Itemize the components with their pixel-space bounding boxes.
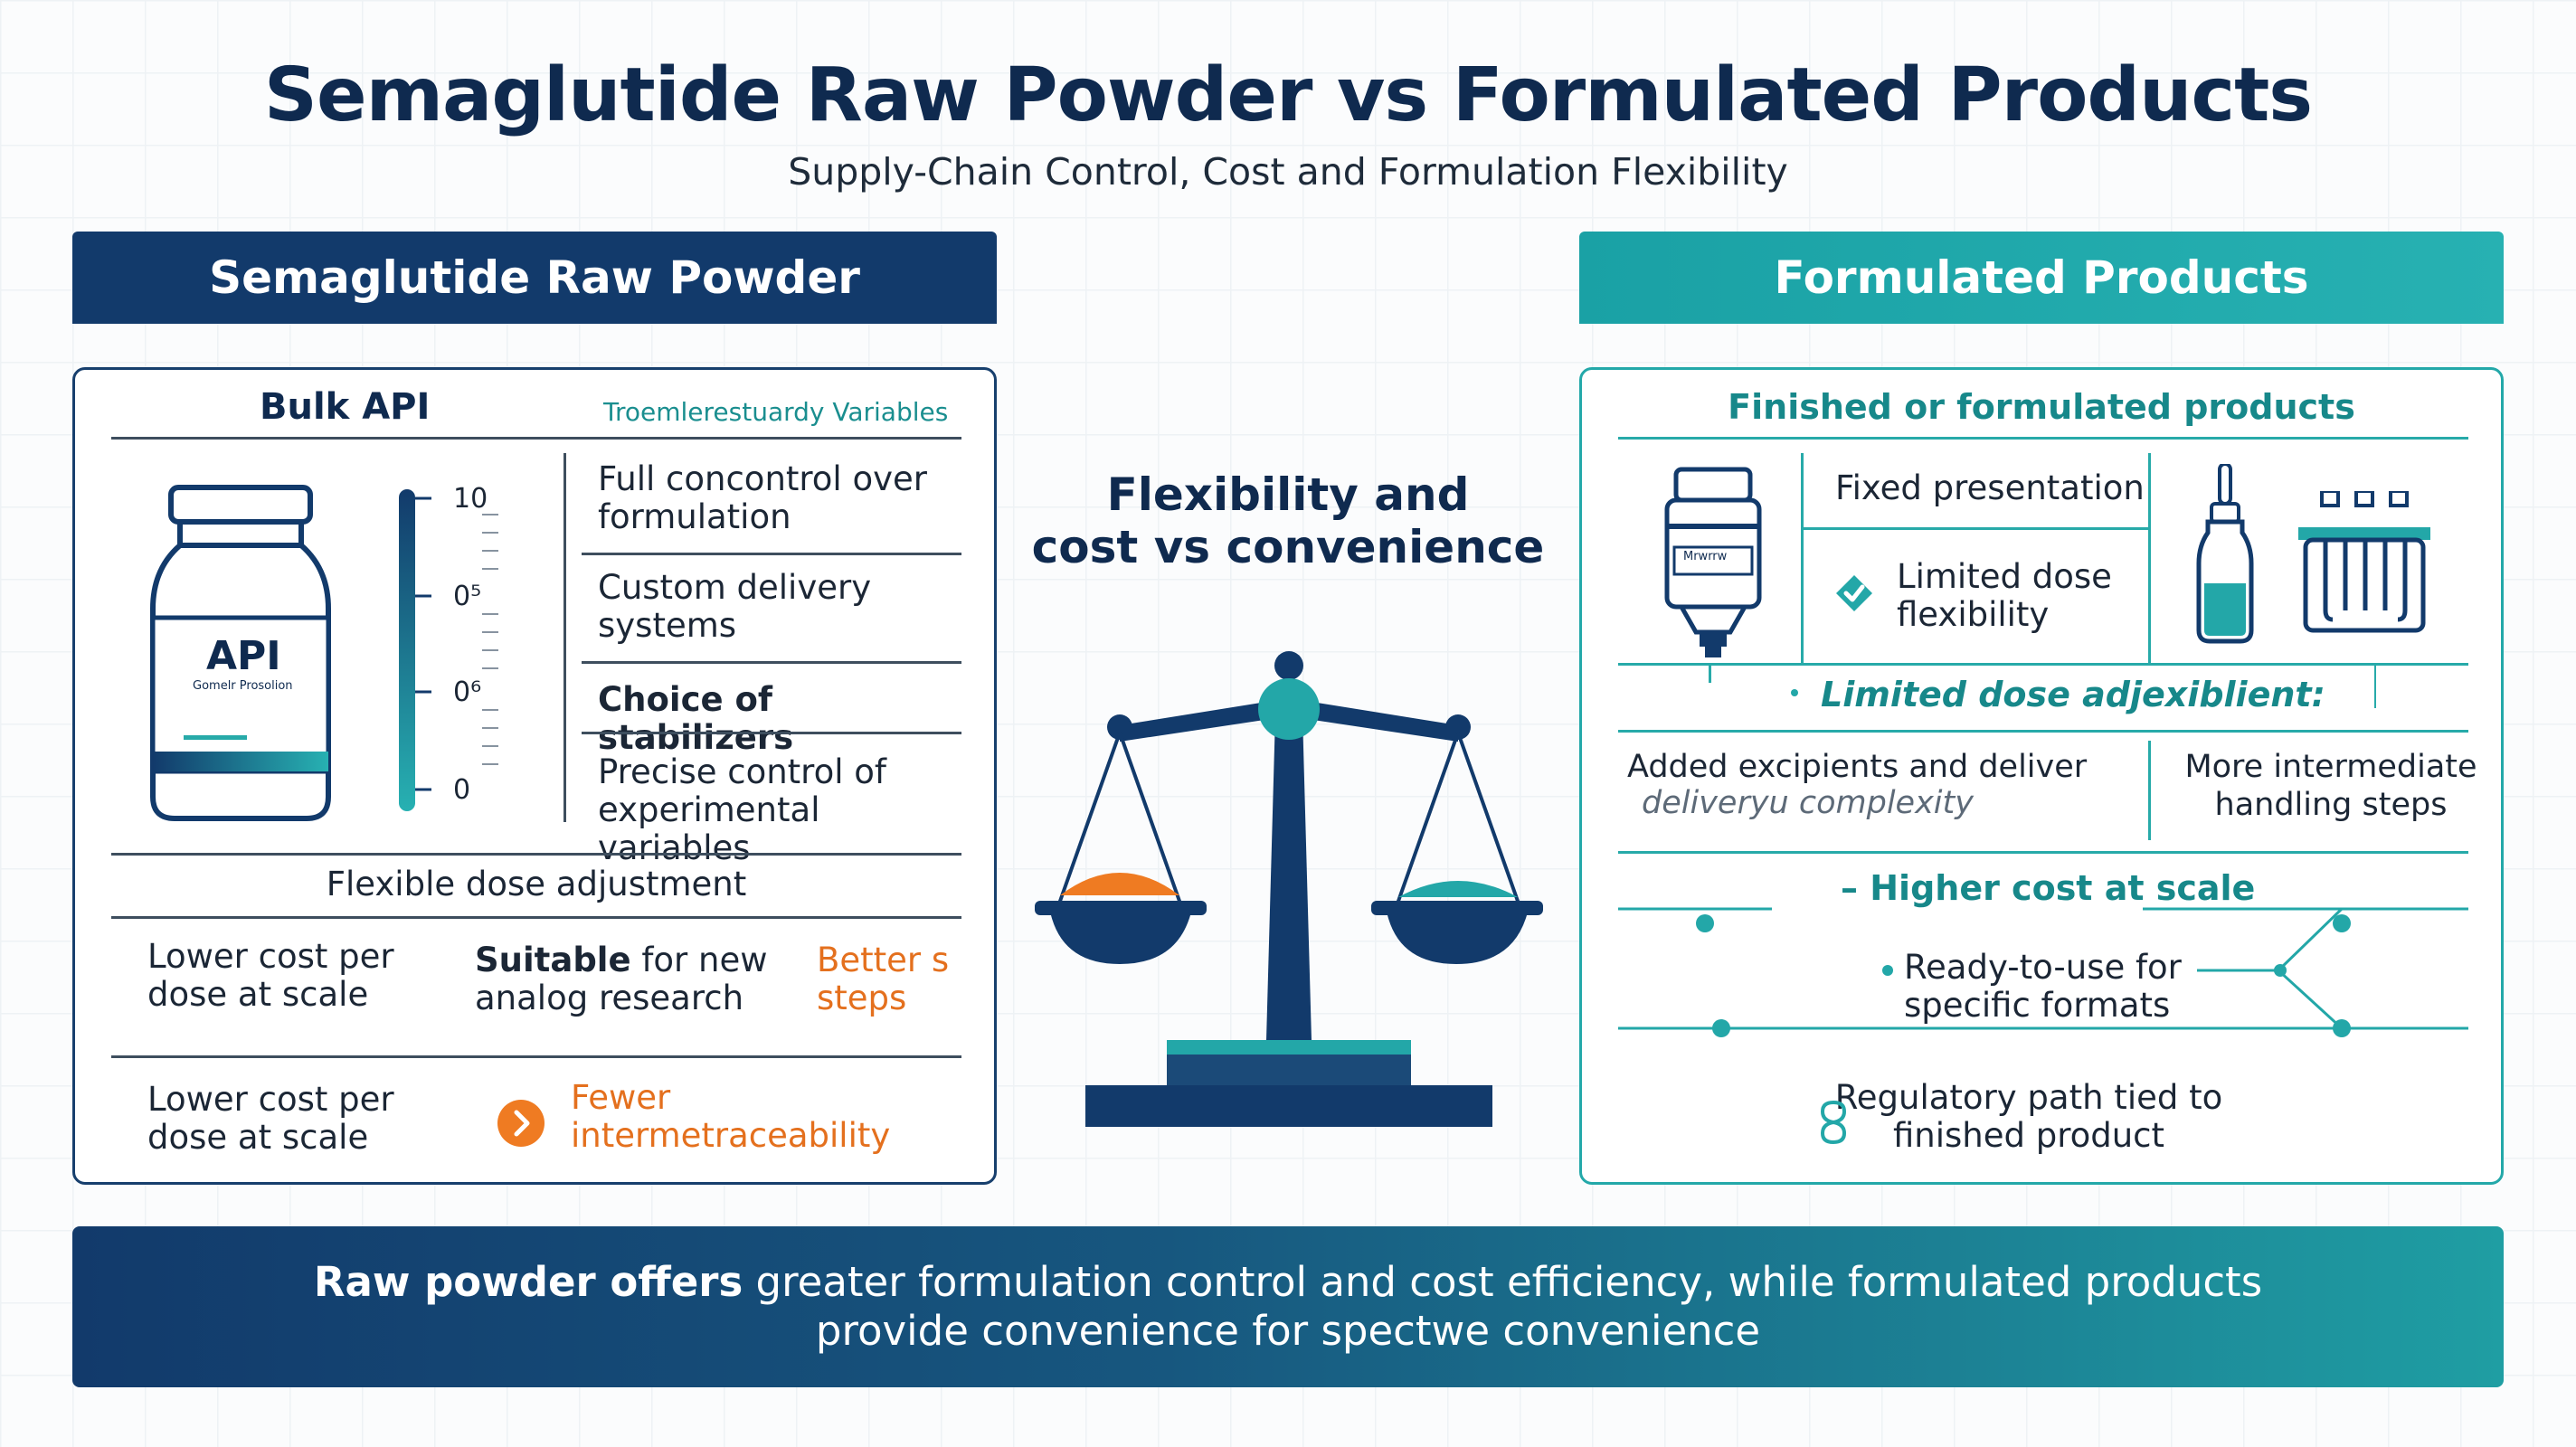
divider: [111, 853, 961, 856]
bulk-api-title: Bulk API: [260, 386, 431, 428]
divider: [2148, 741, 2151, 840]
lower-cost-text-1: Lower cost per dose at scale: [147, 937, 394, 1014]
summary-rest: greater formulation control and cost eff…: [743, 1258, 2263, 1306]
feature-stabilizers: Choice of stabilizers: [598, 680, 794, 757]
gauge-tick-05: 0⁵: [453, 581, 482, 612]
finished-products-title: Finished or formulated products: [1728, 387, 2355, 427]
limited-dose-text: Limited dose flexibility: [1897, 557, 2112, 634]
better-steps-text: Better s steps: [817, 941, 950, 1017]
limited-dose-italic-text: Limited dose adjexiblient:: [1821, 675, 2325, 714]
test-tube-rack-icon: [2298, 491, 2430, 633]
fewer-steps-text: Fewer intermetraceability: [571, 1078, 891, 1155]
link-knot-icon: [1820, 1100, 1847, 1145]
divider: [1801, 527, 2148, 530]
excipients-line2: deliveryu complexity: [1642, 785, 1974, 821]
feature-full-control: Full concontrol over formulation: [598, 459, 927, 536]
regulatory-path-text: Regulatory path tied to finished product: [1834, 1078, 2223, 1155]
center-title: Flexibility and cost vs convenience: [1024, 468, 1552, 573]
feature-precise-control: Precise control of experimental variable…: [598, 752, 886, 867]
divider: [582, 661, 961, 664]
excipients-line1: Added excipients and deliver: [1627, 749, 2088, 785]
divider: [111, 916, 961, 919]
divider: [111, 1055, 961, 1058]
divider: [111, 437, 961, 440]
suitable-bold: Suitable: [475, 941, 631, 979]
panel-tag: Troemlerestuardy Variables: [603, 397, 949, 427]
chevron-right-icon: [497, 1100, 545, 1147]
summary-line2: provide convenience for spectwe convenie…: [815, 1307, 1761, 1355]
summary-banner: Raw powder offers greater formulation co…: [72, 1226, 2504, 1387]
divider: [2374, 665, 2376, 708]
flex-dose-label: Flexible dose adjustment: [326, 865, 747, 903]
higher-cost-label: Higher cost at scale: [1870, 868, 2256, 908]
bottle-icon: [1664, 467, 1762, 657]
raw-powder-heading: Semaglutide Raw Powder: [72, 232, 997, 324]
balance-scale-icon: [1035, 651, 1543, 1127]
jar-sublabel: Gomelr Prosolion: [193, 679, 293, 693]
check-badge-icon: [1836, 575, 1872, 611]
higher-cost-dash: –: [1841, 868, 1870, 908]
dose-gauge-icon: [399, 489, 498, 811]
center-title-line1: Flexibility and: [1106, 468, 1470, 521]
formulated-products-heading: Formulated Products: [1579, 232, 2504, 324]
ready-to-use-text: Ready-to-use for specific formats: [1904, 948, 2182, 1025]
divider: [564, 453, 566, 822]
gauge-tick-06: 0⁶: [453, 676, 482, 708]
feature-custom-delivery: Custom delivery systems: [598, 568, 872, 645]
divider: [1618, 730, 2468, 733]
higher-cost-text: – Higher cost at scale: [1841, 869, 2383, 907]
summary-bold: Raw powder offers: [313, 1258, 743, 1306]
divider: [1709, 665, 1711, 683]
divider: [1801, 453, 1804, 663]
divider: [1618, 663, 2468, 666]
suitable-rest: for new analog research: [475, 941, 768, 1017]
divider: [1618, 851, 2468, 854]
divider: [2148, 453, 2151, 663]
summary-line1: Raw powder offers greater formulation co…: [314, 1258, 2262, 1307]
gauge-tick-10: 10: [453, 483, 488, 515]
page-subtitle: Supply-Chain Control, Cost and Formulati…: [788, 150, 1788, 194]
divider: [582, 553, 961, 555]
raw-powder-panel: Bulk API Troemlerestuardy Variables API …: [72, 367, 997, 1185]
formulated-products-panel: Finished or formulated products Mrwrrw F…: [1579, 367, 2504, 1185]
bullet-dot-icon: [1791, 689, 1798, 696]
api-jar-icon: [150, 485, 331, 821]
center-title-line2: cost vs convenience: [1031, 521, 1545, 573]
jar-label: API: [206, 633, 281, 679]
suitable-analog-text: Suitable for new analog research: [475, 941, 800, 1017]
bottle-label: Mrwrrw: [1683, 550, 1728, 563]
divider: [582, 732, 961, 734]
gauge-tick-0: 0: [453, 774, 471, 806]
page-title: Semaglutide Raw Powder vs Formulated Pro…: [263, 52, 2313, 138]
fixed-presentation-text: Fixed presentation: [1835, 468, 2145, 507]
connector-lines: [1618, 907, 2468, 1037]
divider: [1618, 437, 2468, 440]
intermediate-steps-text: More intermediate handling steps: [2184, 749, 2477, 823]
lower-cost-text-2: Lower cost per dose at scale: [147, 1080, 394, 1157]
dropper-vial-icon: [2196, 464, 2254, 644]
